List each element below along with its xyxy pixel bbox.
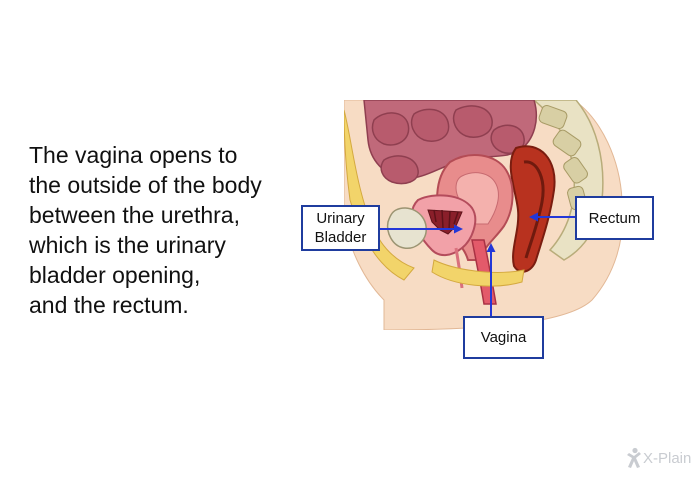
logo-text: X-Plain xyxy=(643,449,692,467)
figure-x-icon xyxy=(627,447,641,468)
rectum-label: Rectum xyxy=(588,209,641,227)
description-line: bladder opening, xyxy=(29,262,201,288)
description-line: The vagina opens to xyxy=(29,142,238,168)
vagina-callout: Vagina xyxy=(463,316,544,359)
description-line: and the rectum. xyxy=(29,292,189,318)
urinary-bladder-callout: Urinary Bladder xyxy=(301,205,380,251)
description-line: the outside of the body xyxy=(29,172,262,198)
description-text: The vagina opens to the outside of the b… xyxy=(29,140,319,320)
urinary-bladder-label-line2: Bladder xyxy=(314,229,367,246)
x-plain-logo: X-Plain xyxy=(624,446,691,470)
description-line: between the urethra, xyxy=(29,202,240,228)
vagina-label: Vagina xyxy=(480,329,527,346)
urinary-bladder-label-line1: Urinary xyxy=(316,210,365,227)
description-line: which is the urinary xyxy=(29,232,226,258)
rectum-callout: Rectum xyxy=(575,196,654,240)
